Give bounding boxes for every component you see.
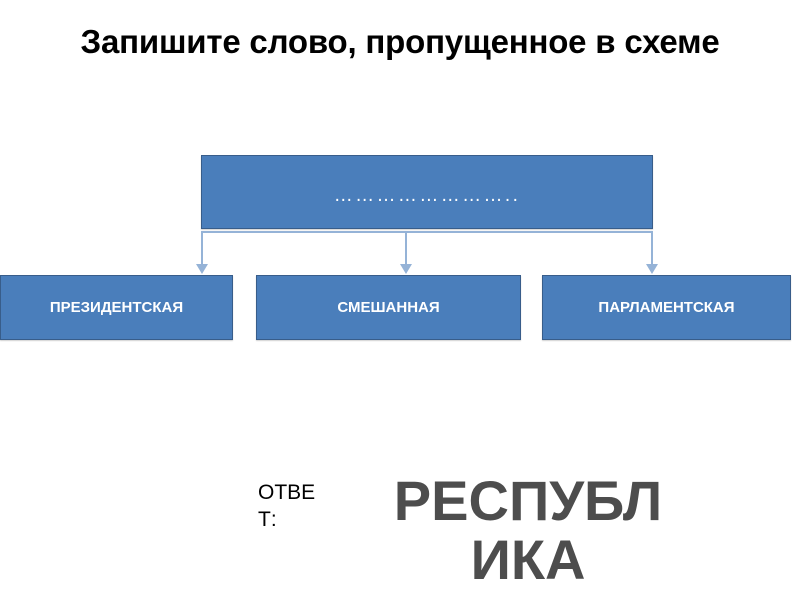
diagram-node-label: СМЕШАННАЯ [337,298,440,316]
page-title: Запишите слово, пропущенное в схеме [80,23,720,60]
diagram-node-parliamentary[interactable]: ПАРЛАМЕНТСКАЯ [542,275,791,340]
diagram-node-mixed[interactable]: СМЕШАННАЯ [256,275,521,340]
arrowhead-right [646,264,658,274]
diagram-node-label: ПАРЛАМЕНТСКАЯ [598,298,735,316]
answer-block: ОТВЕТ: РЕСПУБЛИКА [258,469,798,600]
diagram-node-label: ПРЕЗИДЕНТСКАЯ [49,298,184,316]
missing-word-placeholder: …………………….. [333,184,521,206]
diagram-root-node[interactable]: …………………….. [201,155,653,229]
answer-label: ОТВЕТ: [258,481,316,531]
arrowhead-left [196,264,208,274]
answer-value: РЕСПУБЛИКА [393,469,663,591]
diagram-node-presidential[interactable]: ПРЕЗИДЕНТСКАЯ [0,275,233,340]
arrowhead-middle [400,264,412,274]
